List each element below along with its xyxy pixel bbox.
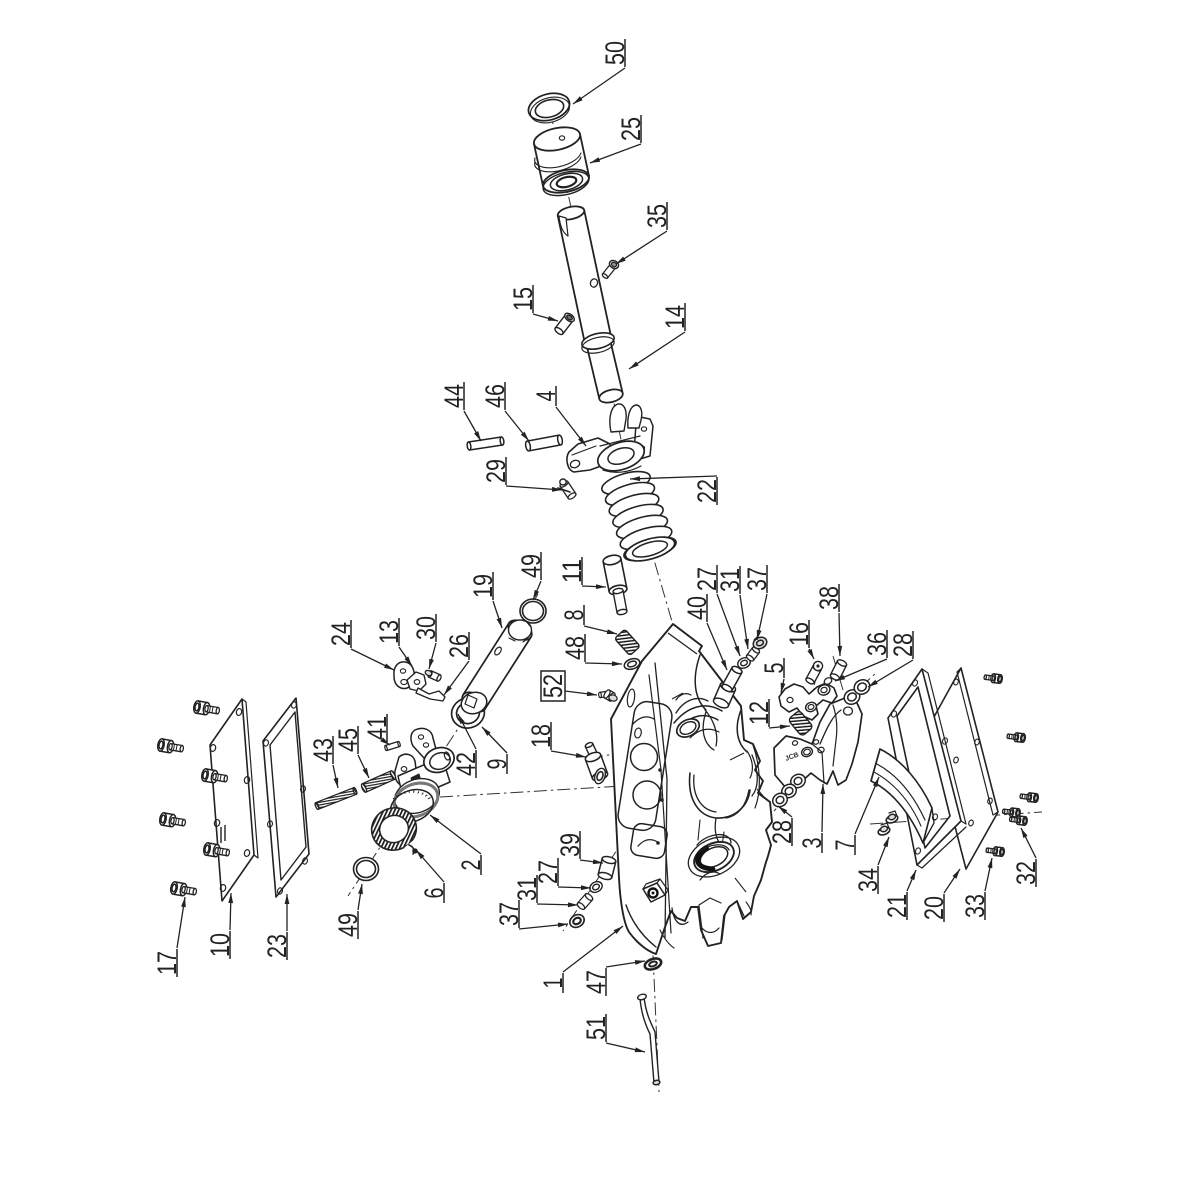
svg-text:52: 52 (538, 674, 568, 698)
svg-text:2: 2 (456, 860, 486, 871)
svg-text:3: 3 (797, 838, 827, 849)
svg-text:JCB: JCB (784, 752, 800, 763)
svg-text:7: 7 (830, 840, 860, 851)
svg-text:4: 4 (531, 391, 561, 402)
svg-text:9: 9 (482, 759, 512, 770)
svg-text:6: 6 (419, 888, 449, 899)
svg-text:5: 5 (759, 663, 789, 674)
svg-text:1: 1 (538, 978, 568, 989)
svg-text:8: 8 (559, 610, 589, 621)
